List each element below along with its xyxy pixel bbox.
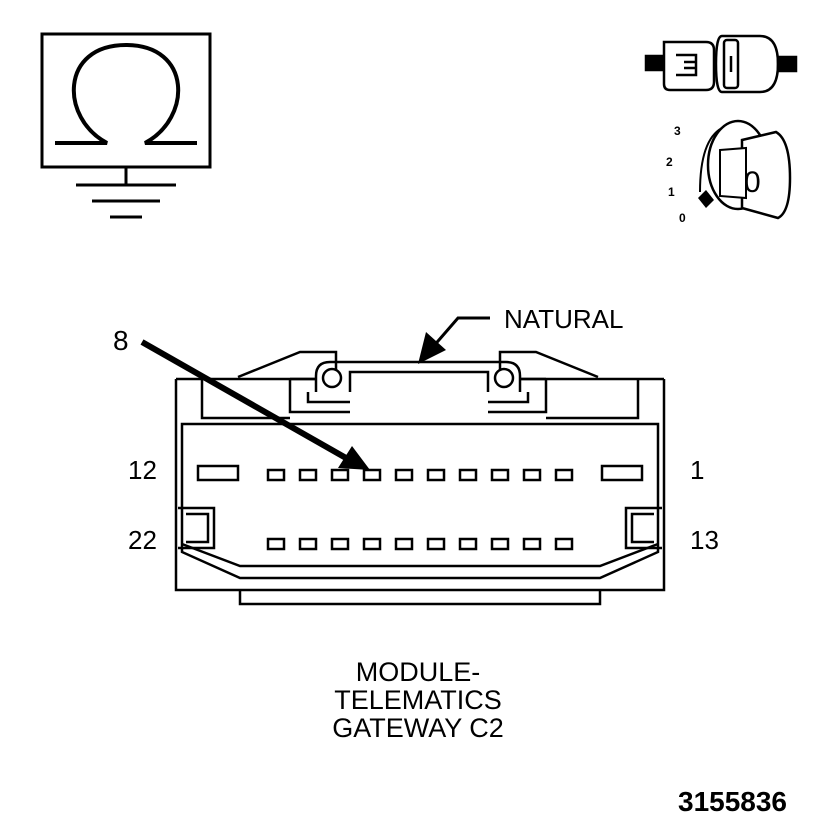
pin-cavity-8 bbox=[362, 468, 382, 482]
pin-cavity-1 bbox=[600, 464, 644, 482]
pin-cavity-9 bbox=[330, 468, 350, 482]
pin-label-1: 1 bbox=[690, 455, 704, 485]
connector-plug-icon bbox=[644, 34, 798, 94]
pin-cavity-20 bbox=[330, 537, 350, 551]
ignition-position-2: 2 bbox=[666, 155, 673, 169]
pin-label-22: 22 bbox=[128, 525, 157, 555]
pin-cavity-6 bbox=[426, 468, 446, 482]
pin-cavity-17 bbox=[426, 537, 446, 551]
natural-leader-arrow bbox=[418, 316, 490, 364]
pin-cavity-21 bbox=[298, 537, 318, 551]
connector-caption: MODULE- TELEMATICS GATEWAY C2 bbox=[260, 658, 576, 742]
caption-line-1: MODULE- bbox=[355, 657, 481, 687]
pin-cavity-16 bbox=[458, 537, 478, 551]
caption-line-2: TELEMATICS bbox=[334, 685, 502, 715]
pin-cavity-5 bbox=[458, 468, 478, 482]
pin-cavity-18 bbox=[394, 537, 414, 551]
ignition-position-3: 3 bbox=[674, 124, 681, 138]
ignition-key-icon: 3 2 1 0 0 bbox=[666, 119, 792, 225]
pin-cavity-13 bbox=[554, 537, 574, 551]
pin-8-pointer-arrow bbox=[140, 339, 370, 470]
ignition-position-0: 0 bbox=[679, 211, 686, 225]
pin-row-bottom bbox=[266, 537, 574, 551]
pin-row-top bbox=[196, 464, 644, 482]
pin-label-13: 13 bbox=[690, 525, 719, 555]
ignition-key-label: 0 bbox=[744, 166, 761, 199]
pin-cavity-14 bbox=[522, 537, 542, 551]
connector-color-label: NATURAL bbox=[504, 304, 623, 334]
ignition-position-1: 1 bbox=[668, 185, 675, 199]
pin-cavity-10 bbox=[298, 468, 318, 482]
pin-cavity-3 bbox=[522, 468, 542, 482]
figure-number: 3155836 bbox=[678, 786, 788, 817]
pin-cavity-11 bbox=[266, 468, 286, 482]
pin-cavity-2 bbox=[554, 468, 574, 482]
caption-line-3: GATEWAY C2 bbox=[332, 713, 504, 743]
connector-body bbox=[174, 350, 666, 606]
pointer-pin-label: 8 bbox=[113, 325, 129, 356]
pin-cavity-7 bbox=[394, 468, 414, 482]
pin-cavity-12 bbox=[196, 464, 240, 482]
pin-cavity-15 bbox=[490, 537, 510, 551]
pin-cavity-19 bbox=[362, 537, 382, 551]
omega-ground-icon bbox=[40, 32, 212, 219]
pin-cavity-4 bbox=[490, 468, 510, 482]
pin-cavity-22 bbox=[266, 537, 286, 551]
pin-label-12: 12 bbox=[128, 455, 157, 485]
